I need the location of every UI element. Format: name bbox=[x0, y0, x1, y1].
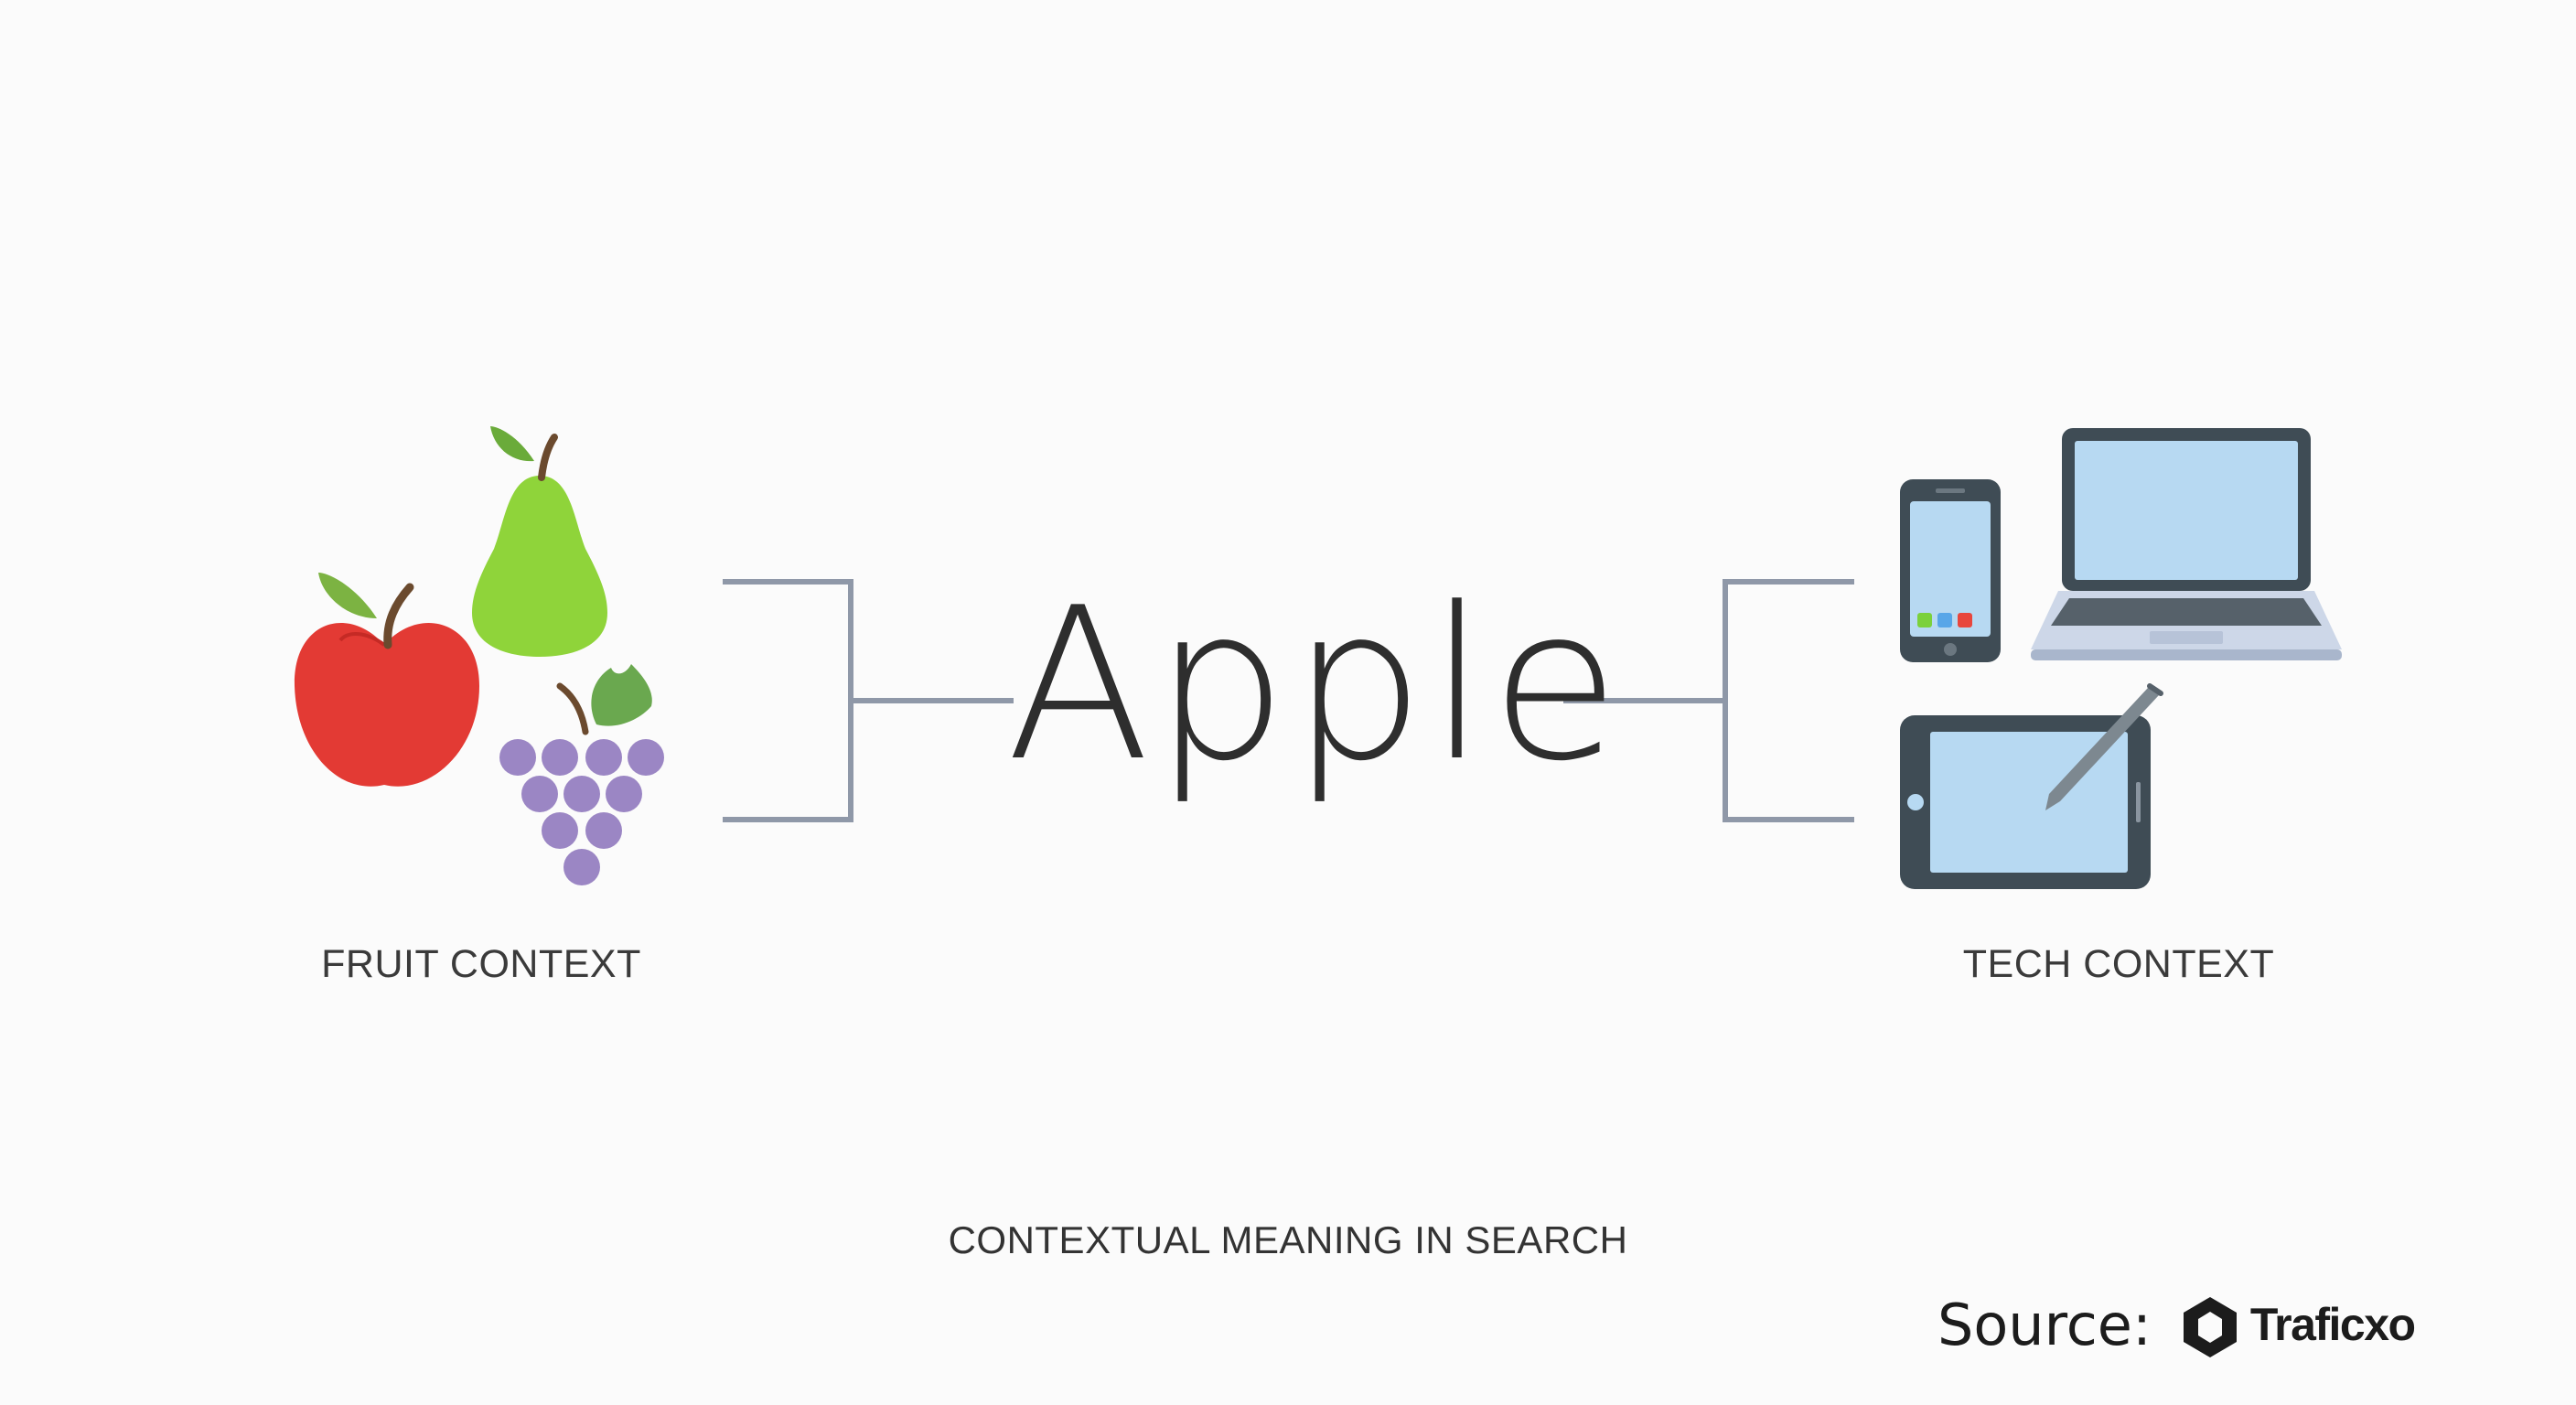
apple-icon bbox=[294, 573, 479, 787]
smartphone-icon bbox=[1900, 479, 2001, 662]
grapes-icon bbox=[499, 664, 664, 885]
tablet-stylus-icon bbox=[1900, 683, 2163, 889]
fruit-connector bbox=[723, 579, 1014, 822]
tech-context-label: TECH CONTEXT bbox=[1962, 942, 2275, 986]
source-attribution: Source: Traficxo bbox=[1937, 1288, 2541, 1361]
traficxo-logo-icon bbox=[2184, 1297, 2237, 1357]
pear-icon bbox=[472, 426, 607, 657]
source-label: Source: bbox=[1937, 1291, 2152, 1358]
diagram-caption: CONTEXTUAL MEANING IN SEARCH bbox=[948, 1218, 1628, 1261]
brand-name: Traficxo bbox=[2249, 1299, 2416, 1350]
laptop-icon bbox=[2031, 428, 2342, 660]
center-term: Apple bbox=[1006, 563, 1624, 808]
fruit-context-label: FRUIT CONTEXT bbox=[321, 942, 641, 986]
tech-connector bbox=[1563, 579, 1854, 822]
brand-logo-spacer bbox=[2175, 1292, 2239, 1357]
